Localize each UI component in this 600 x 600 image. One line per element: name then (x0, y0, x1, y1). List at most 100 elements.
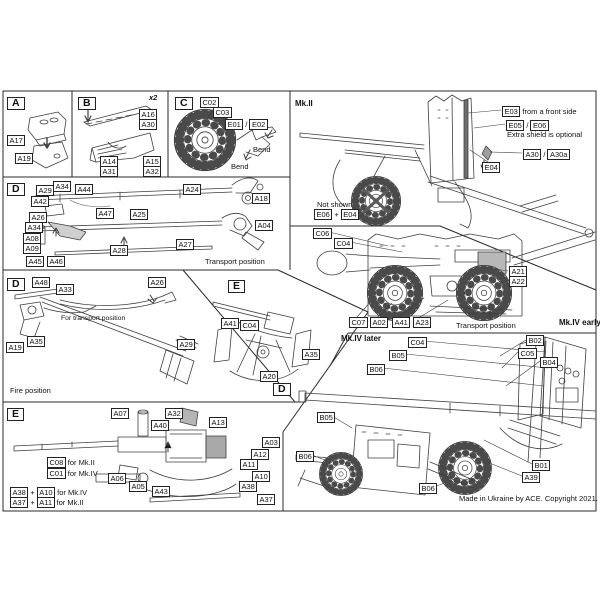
part-label-e06-e04: E06+E04 (314, 209, 360, 220)
section-d-ref: D (273, 383, 291, 396)
part-code: A10 (252, 471, 271, 482)
part-label-a35: A35 (27, 336, 46, 347)
caption-fire-position: Fire position (9, 386, 52, 395)
label-text: / (245, 120, 248, 129)
part-code: A43 (152, 486, 171, 497)
part-label-b04: B04 (540, 357, 559, 368)
part-label-a28: A28 (110, 245, 129, 256)
section-c: C (175, 97, 193, 110)
part-code: A29 (36, 185, 55, 196)
part-code: A18 (252, 193, 271, 204)
part-code: A40 (151, 420, 170, 431)
label-text: + (30, 498, 35, 507)
part-label-a24: A24 (183, 184, 202, 195)
label-text: Mk.IV early (559, 318, 600, 327)
part-code: C03 (213, 107, 232, 118)
part-code: C04 (334, 238, 353, 249)
part-code: A22 (509, 276, 528, 287)
part-label-a41: A41 (392, 317, 411, 328)
part-label-a06: A06 (108, 473, 127, 484)
part-code: A07 (111, 408, 130, 419)
part-code: B05 (317, 412, 336, 423)
section-e: E (7, 408, 25, 421)
drawing-trails-fire (14, 288, 199, 385)
part-code: A44 (75, 184, 94, 195)
part-label-a04: A04 (255, 220, 274, 231)
part-label-a43: A43 (152, 486, 171, 497)
part-label-a48: A48 (32, 277, 51, 288)
label-text: Transport position (456, 321, 516, 330)
label-text: Bend (231, 162, 249, 171)
part-label-a19: A19 (6, 342, 25, 353)
part-label-a35: A35 (302, 349, 321, 360)
part-label-a03: A03 (262, 437, 281, 448)
quantity-note: x2 (148, 93, 158, 102)
label-text: Made in Ukraine by ACE. Copyright 2021. (459, 494, 598, 503)
label-text: + (334, 210, 339, 219)
part-code: A37 (10, 497, 29, 508)
part-code: A41 (221, 318, 240, 329)
part-label-a27: A27 (176, 239, 195, 250)
part-code: A25 (130, 209, 149, 220)
part-label-b02: B02 (526, 335, 545, 346)
label-text: Mk.IV later (341, 334, 382, 343)
part-label-a12: A12 (251, 449, 270, 460)
part-code: C05 (518, 348, 537, 359)
part-label-a42: A42 (31, 196, 50, 207)
part-code: A34 (25, 222, 44, 233)
part-code: C01 (47, 468, 66, 479)
part-code: E04 (340, 209, 360, 220)
part-code: A33 (56, 284, 75, 295)
part-code: A26 (148, 277, 167, 288)
part-label-a07: A07 (111, 408, 130, 419)
bend-note-1: Bend (252, 145, 272, 154)
part-label-a26: A26 (148, 277, 167, 288)
drawing-mk2-side-view (299, 94, 594, 238)
bend-note-2: Bend (230, 162, 250, 171)
section-d: D (7, 183, 25, 196)
part-label-a41: A41 (221, 318, 240, 329)
part-code: A46 (47, 256, 66, 267)
part-code: A47 (96, 208, 115, 219)
part-code: B02 (526, 335, 545, 346)
part-code: E06 (314, 209, 333, 220)
part-code: A13 (209, 417, 228, 428)
label-text: for Mk.II (67, 458, 95, 467)
part-label-a22: A22 (509, 276, 528, 287)
part-code: E03 (502, 106, 521, 117)
part-code: A31 (100, 166, 119, 177)
part-code: A39 (522, 472, 541, 483)
part-code: E05 (506, 120, 525, 131)
part-code: A30 (523, 149, 542, 160)
part-code: A34 (53, 181, 72, 192)
part-label-a32: A32 (143, 166, 162, 177)
part-label-a30: A30 (139, 119, 158, 130)
part-code: A19 (6, 342, 25, 353)
part-code: A28 (110, 245, 129, 256)
label-text: Bend (253, 145, 271, 154)
label-text: for Mk.IV (57, 488, 88, 497)
part-label-a34: A34 (25, 222, 44, 233)
part-code: C07 (349, 317, 368, 328)
part-code: C (175, 97, 193, 110)
part-code: A02 (370, 317, 389, 328)
part-code: A30 (139, 119, 158, 130)
part-code: E06 (530, 120, 549, 131)
label-text: / (526, 121, 529, 130)
part-label-a09: A09 (23, 243, 42, 254)
part-label-a38: A38 (239, 481, 258, 492)
section-e: E (228, 280, 246, 293)
caption-extra-shield: Extra shield is optional (506, 130, 583, 139)
label-text: Not shown (317, 200, 353, 209)
caption-transport-position: Transport position (204, 257, 266, 266)
heading-mk4-early: Mk.IV early (558, 318, 600, 327)
part-code: C02 (200, 97, 219, 108)
part-label-a02: A02 (370, 317, 389, 328)
part-code: D (273, 383, 291, 396)
part-code: A11 (240, 459, 258, 470)
label-text: from a front side (522, 107, 577, 116)
part-label-a33: A33 (56, 284, 75, 295)
part-code: A11 (36, 497, 55, 508)
part-code: A32 (143, 166, 162, 177)
